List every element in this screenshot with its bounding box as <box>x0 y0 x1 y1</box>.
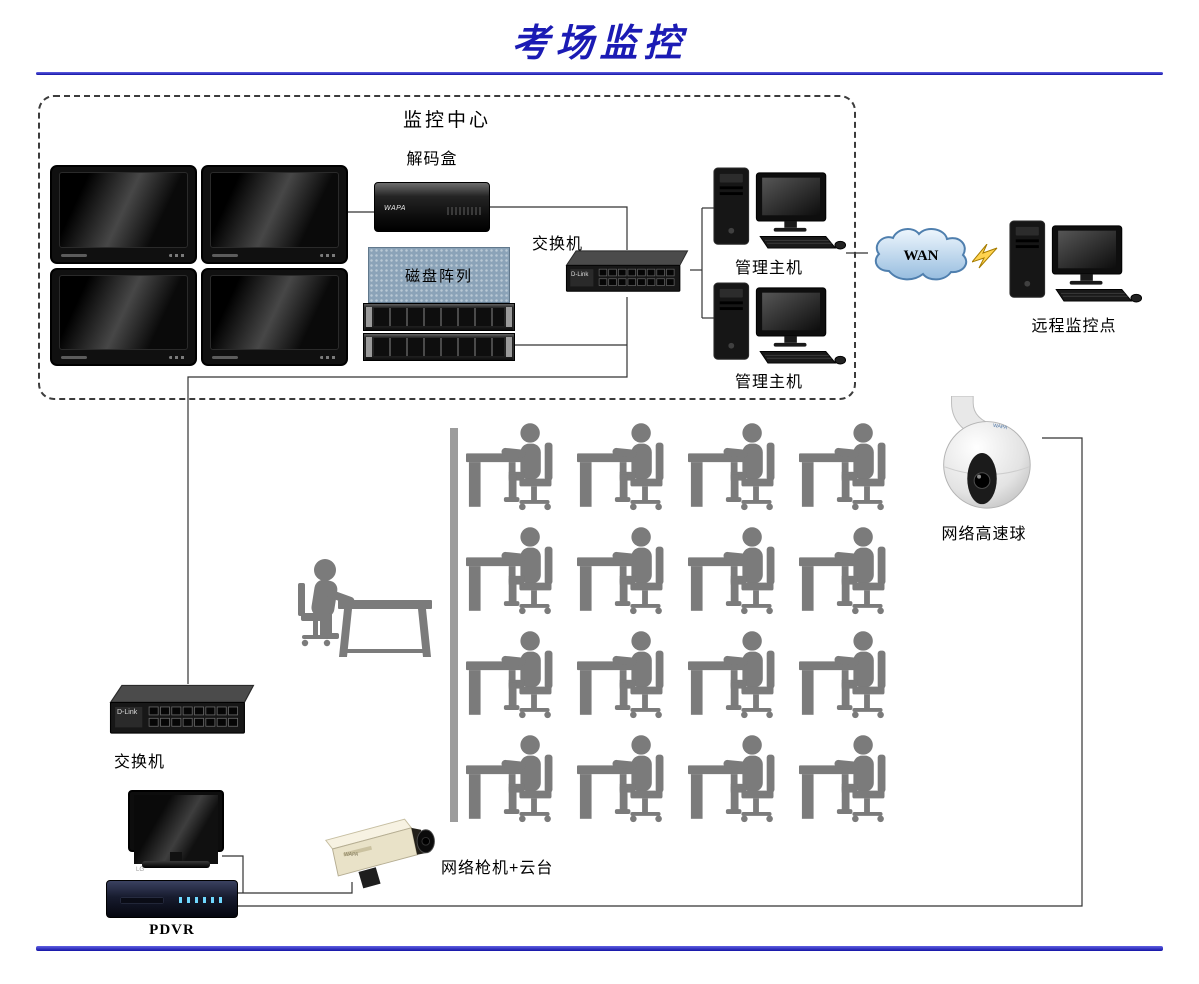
lightning-link-icon <box>972 244 1006 272</box>
disk-array-device: 磁盘阵列 <box>368 247 510 303</box>
remote-station <box>1008 220 1143 305</box>
video-wall <box>50 165 348 366</box>
bottom-rule <box>36 946 1163 951</box>
rack-server <box>363 303 515 331</box>
monitor-screen <box>59 274 188 350</box>
student-desk-silhouette <box>799 522 901 618</box>
student-grid <box>466 418 901 826</box>
floor-switch-label: 交换机 <box>114 754 166 771</box>
remote-station-label: 远程监控点 <box>1031 318 1117 335</box>
decoder-label: 解码盒 <box>406 151 458 168</box>
decoder-vents <box>447 207 481 215</box>
monitor-screen <box>210 172 339 248</box>
wall-monitor <box>201 267 348 366</box>
decoder-brand-logo: WAPA <box>384 205 406 212</box>
display-stand-neck <box>170 852 182 861</box>
pdvr-device <box>106 880 238 918</box>
monitor-bezel-strip <box>61 252 186 259</box>
student-desk-silhouette <box>466 522 568 618</box>
student-desk-silhouette <box>688 626 790 722</box>
wall-monitor <box>50 267 197 366</box>
center-switch-label: 交换机 <box>532 236 584 253</box>
wall-monitor <box>50 165 197 264</box>
pdvr-leds <box>179 897 225 903</box>
student-desk-silhouette <box>688 522 790 618</box>
management-host-1 <box>712 167 847 252</box>
rack-server <box>363 333 515 361</box>
student-desk-silhouette <box>688 730 790 826</box>
display-brand-logo: LG <box>136 867 145 873</box>
classroom-wall <box>450 428 458 822</box>
student-desk-silhouette <box>577 522 679 618</box>
student-desk-silhouette <box>466 418 568 514</box>
student-desk-silhouette <box>688 418 790 514</box>
bullet-camera-brand: WAPA <box>344 852 359 858</box>
top-rule <box>36 72 1163 75</box>
bullet-camera-label: 网络枪机+云台 <box>441 860 554 877</box>
pdvr-slot <box>121 898 163 903</box>
floor-switch-brand: D-Link <box>117 709 138 716</box>
student-desk-silhouette <box>799 626 901 722</box>
wan-label: WAN <box>903 247 939 264</box>
disk-array-label: 磁盘阵列 <box>404 267 473 285</box>
bullet-camera-device <box>320 806 445 891</box>
student-desk-silhouette <box>799 418 901 514</box>
student-desk-silhouette <box>577 626 679 722</box>
proctor-silhouette <box>276 550 436 662</box>
management-host-1-label: 管理主机 <box>734 260 803 277</box>
wall-monitor <box>201 165 348 264</box>
display-stand-base <box>142 861 210 868</box>
student-desk-silhouette <box>466 730 568 826</box>
pdvr-label: PDVR <box>149 922 195 938</box>
management-host-2-label: 管理主机 <box>734 374 803 391</box>
monitor-bezel-strip <box>212 354 337 361</box>
monitoring-center-box: 监控中心 <box>38 95 856 400</box>
dome-camera-label: 网络高速球 <box>941 526 1027 543</box>
decoder-device: WAPA <box>374 182 490 232</box>
student-desk-silhouette <box>799 730 901 826</box>
center-switch-brand: D-Link <box>571 272 589 278</box>
monitor-screen <box>210 274 339 350</box>
page-title: 考场监控 <box>511 20 688 65</box>
monitor-bezel-strip <box>212 252 337 259</box>
student-desk-silhouette <box>577 418 679 514</box>
student-desk-silhouette <box>577 730 679 826</box>
wan-cloud: WAN <box>868 224 974 288</box>
monitor-bezel-strip <box>61 354 186 361</box>
dome-camera-device <box>924 396 1042 514</box>
monitoring-center-label: 监控中心 <box>402 110 492 131</box>
student-desk-silhouette <box>466 626 568 722</box>
local-display: LG <box>128 790 224 874</box>
management-host-2 <box>712 282 847 367</box>
monitor-screen <box>59 172 188 248</box>
